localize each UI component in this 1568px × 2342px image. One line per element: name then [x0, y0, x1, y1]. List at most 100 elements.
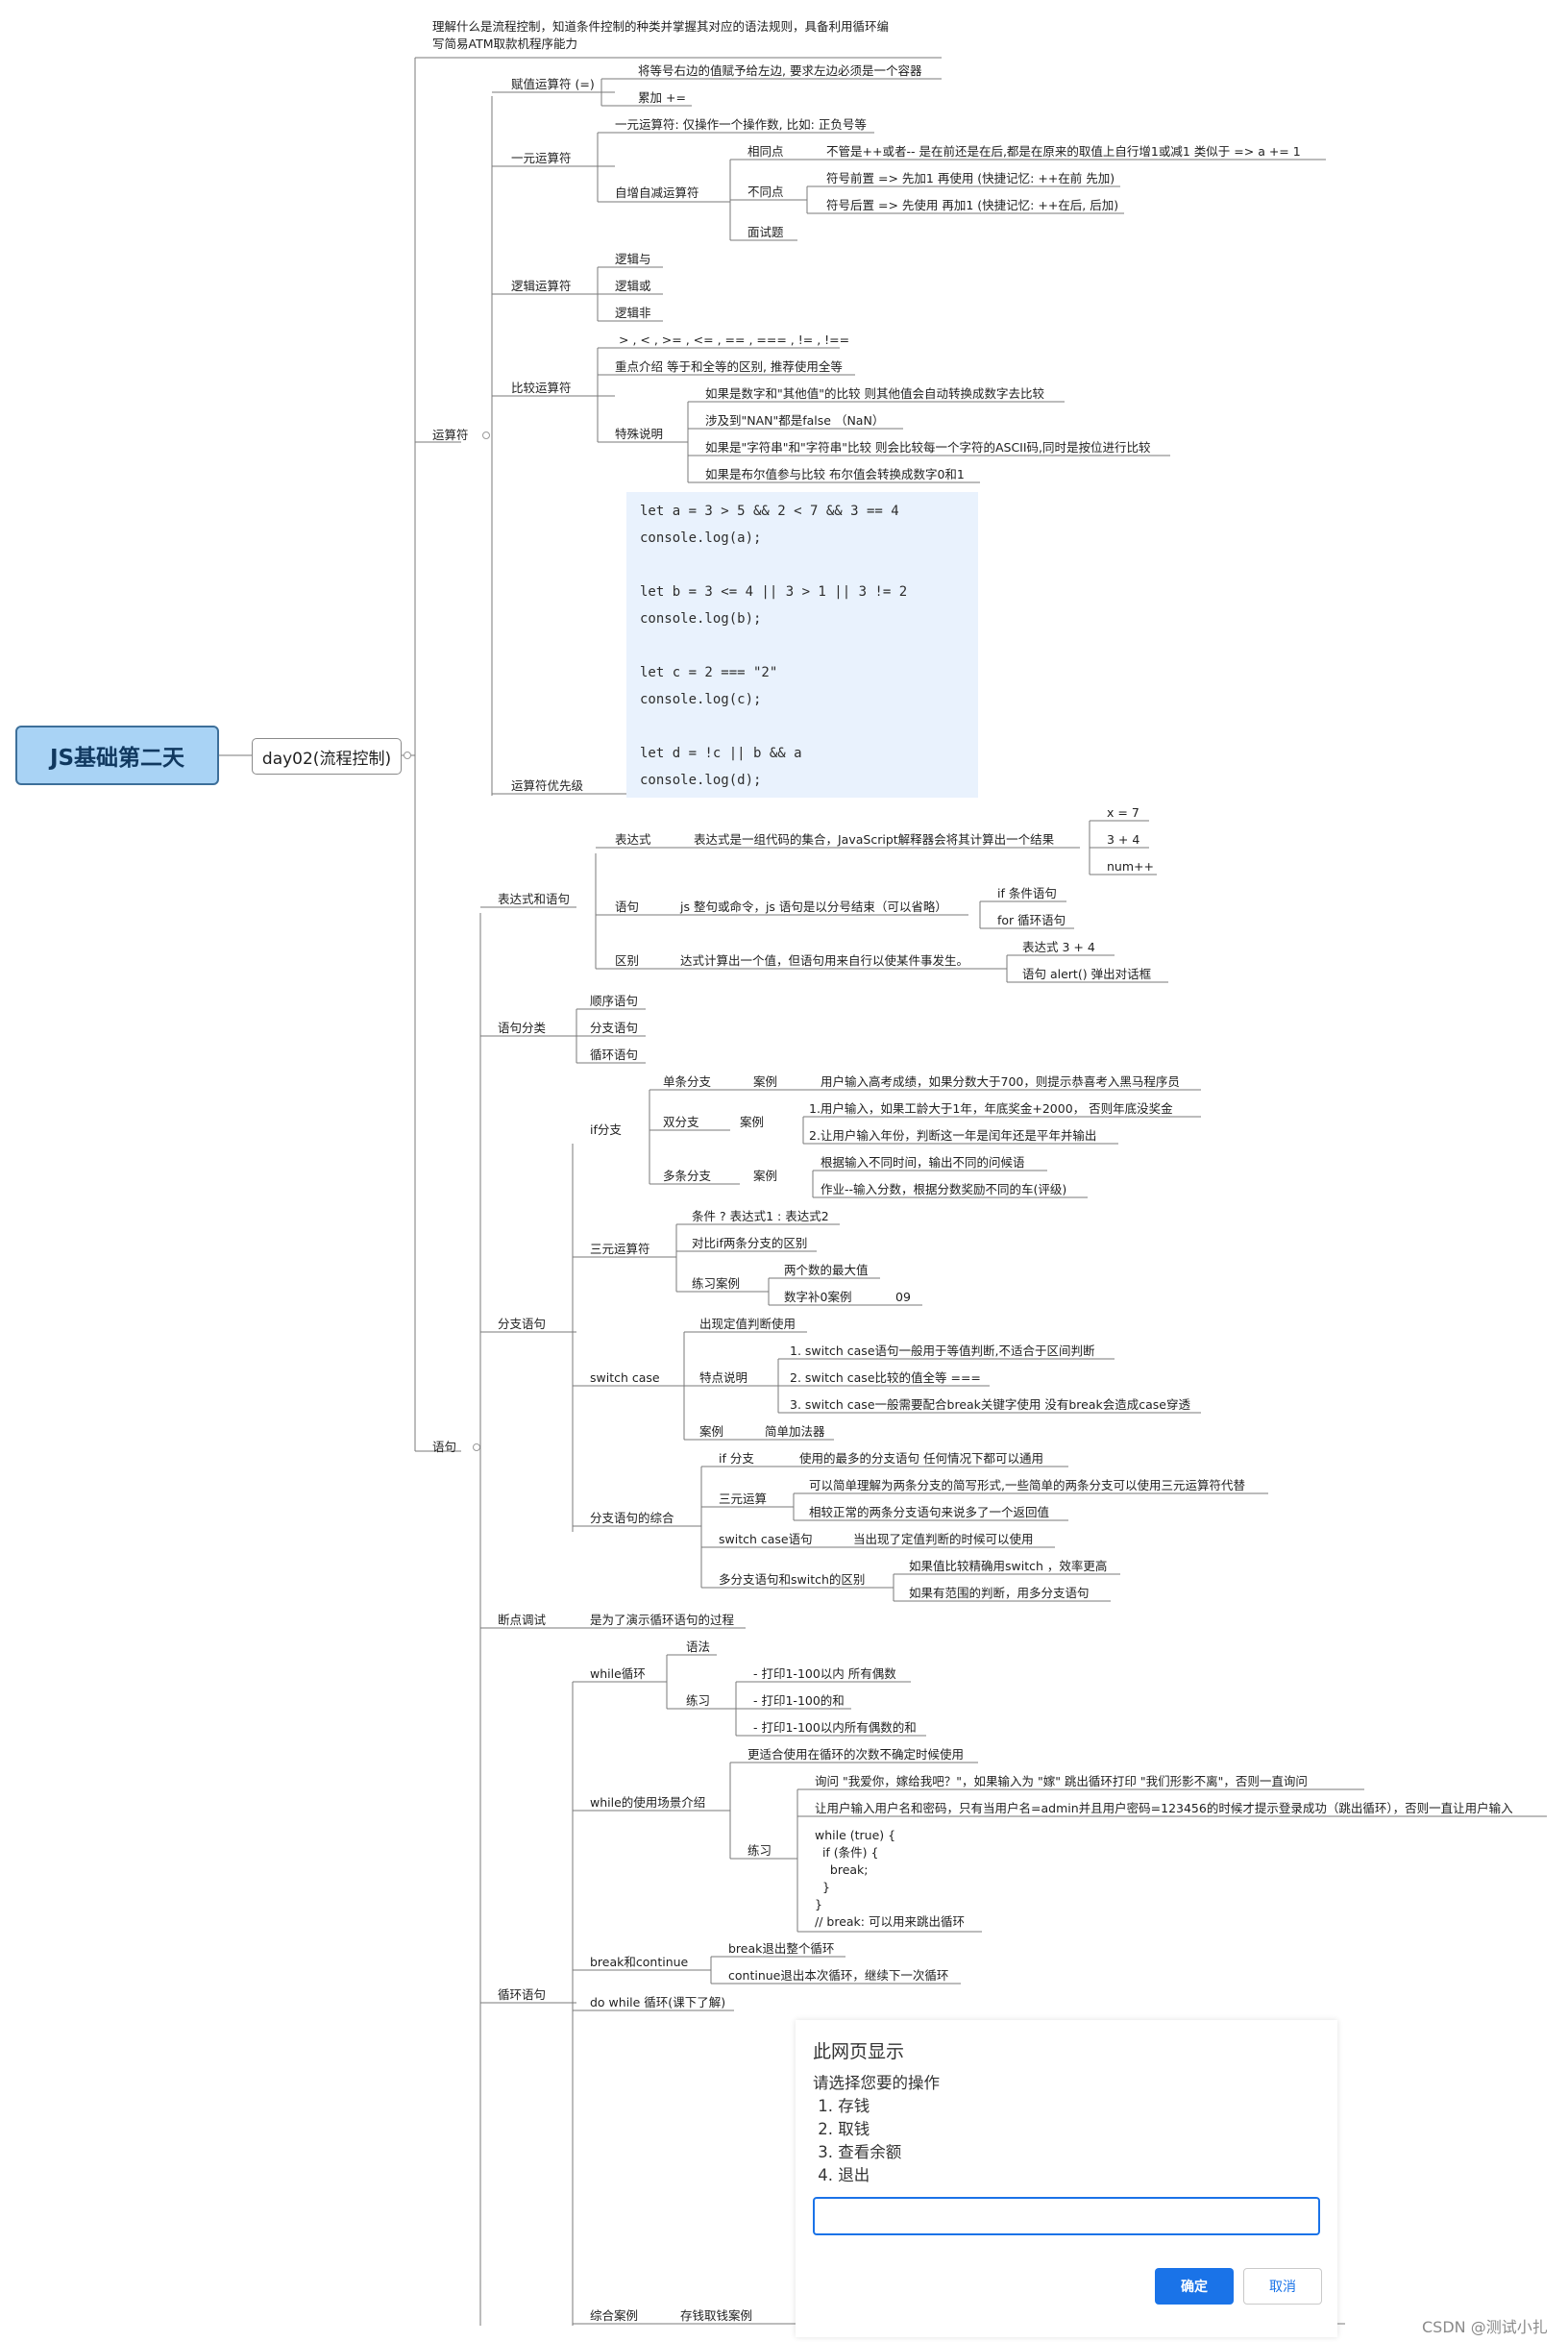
- node-special[interactable]: 特殊说明: [615, 427, 664, 441]
- node-debug-desc: 是为了演示循环语句的过程: [590, 1613, 735, 1627]
- node-same[interactable]: 相同点: [747, 144, 784, 159]
- node-logical-and: 逻辑与: [615, 252, 651, 266]
- node-double[interactable]: 双分支: [663, 1115, 699, 1129]
- node-switch[interactable]: switch case: [590, 1370, 660, 1385]
- node-multi-1: 根据输入不同时间，输出不同的问候语: [821, 1155, 1025, 1170]
- node-kind-seq: 顺序语句: [590, 994, 639, 1008]
- node-sum-multi[interactable]: 多分支语句和switch的区别: [719, 1572, 866, 1587]
- node-combo[interactable]: 综合案例: [590, 2308, 639, 2323]
- node-diff-es[interactable]: 区别: [615, 953, 640, 968]
- node-branch[interactable]: 分支语句: [498, 1317, 547, 1331]
- node-single[interactable]: 单条分支: [663, 1074, 712, 1089]
- node-statements[interactable]: 语句: [432, 1440, 457, 1454]
- node-expr-34: 3 + 4: [1107, 832, 1140, 847]
- node-multi-2: 作业--输入分数，根据分数奖励不同的车(评级): [821, 1182, 1067, 1196]
- node-loop[interactable]: 循环语句: [498, 1987, 547, 2002]
- node-kind-loop: 循环语句: [590, 1048, 639, 1062]
- node-breakcont[interactable]: break和continue: [590, 1955, 689, 1969]
- node-operators[interactable]: 运算符: [432, 428, 469, 442]
- node-kinds[interactable]: 语句分类: [498, 1021, 547, 1035]
- node-practice[interactable]: 练习案例: [692, 1276, 741, 1291]
- node-switch-adder: 简单加法器: [765, 1424, 825, 1439]
- node-if-branch[interactable]: if分支: [590, 1122, 622, 1137]
- node-sum-ternary-1: 可以简单理解为两条分支的简写形式,一些简单的两条分支可以使用三元运算符代替: [809, 1478, 1245, 1492]
- node-same-desc: 不管是++或者-- 是在前还是在后,都是在原来的取值上自行增1或减1 类似于 =…: [826, 144, 1301, 159]
- node-dowhile[interactable]: do while 循环(课下了解): [590, 1995, 726, 2009]
- dialog-message: 请选择您要的操作 1. 存钱 2. 取钱 3. 查看余额 4. 退出: [813, 2074, 940, 2184]
- node-sum-multi-1: 如果值比较精确用switch ，效率更高: [909, 1559, 1108, 1573]
- node-special-2: 涉及到"NAN"都是false （NaN）: [705, 413, 885, 428]
- node-assign-plus: 累加 +=: [638, 90, 686, 105]
- node-diff-es-desc: 达式计算出一个值，但语句用来自行以使某件事发生。: [680, 953, 969, 968]
- node-while-practice[interactable]: 练习: [686, 1693, 711, 1708]
- node-expr[interactable]: 表达式: [615, 832, 651, 847]
- node-compare-ops: > , < , >= , <= , == , === , != , !==: [619, 333, 850, 347]
- node-special-1: 如果是数字和"其他值"的比较 则其他值会自动转换成数字去比较: [705, 386, 1044, 401]
- node-assign[interactable]: 赋值运算符 (=): [511, 77, 595, 91]
- node-expr-desc: 表达式是一组代码的集合，JavaScript解释器会将其计算出一个结果: [694, 832, 1055, 847]
- node-compare[interactable]: 比较运算符: [511, 381, 572, 395]
- prompt-dialog: 此网页显示 请选择您要的操作 1. 存钱 2. 取钱 3. 查看余额 4. 退出…: [796, 2020, 1337, 2337]
- watermark: CSDN @测试小扎: [1422, 2318, 1548, 2336]
- node-diff[interactable]: 不同点: [747, 185, 784, 199]
- node-scene-practice[interactable]: 练习: [747, 1843, 772, 1858]
- ok-button[interactable]: 确定: [1155, 2268, 1234, 2305]
- node-switch-2: 2. switch case比较的值全等 ===: [790, 1370, 981, 1385]
- node-summary[interactable]: 分支语句的综合: [590, 1511, 674, 1525]
- node-scene-1: 询问 "我爱你，嫁给我吧？"，如果输入为 "嫁" 跳出循环打印 "我们形影不离"…: [815, 1774, 1308, 1788]
- node-suffix: 符号后置 => 先使用 再加1 (快捷记忆: ++在后, 后加): [826, 198, 1119, 212]
- node-while[interactable]: while循环: [590, 1666, 646, 1681]
- node-practice-zero: 数字补0案例: [784, 1290, 852, 1304]
- node-assign-desc: 将等号右边的值赋予给左边, 要求左边必须是一个容器: [638, 63, 922, 78]
- node-multi[interactable]: 多条分支: [663, 1169, 712, 1183]
- node-expr-stmt[interactable]: 表达式和语句: [498, 892, 571, 906]
- node-stmt-if: if 条件语句: [997, 886, 1057, 900]
- while-true-snippet: while (true) { if (条件) { break; } } // b…: [815, 1828, 965, 1929]
- node-stmt-desc: js 整句或命令，js 语句是以分号结束（可以省略）: [680, 900, 947, 914]
- node-sum-ternary[interactable]: 三元运算: [719, 1491, 768, 1506]
- node-sum-if[interactable]: if 分支: [719, 1451, 754, 1466]
- node-syntax: 语法: [686, 1639, 711, 1654]
- dialog-input[interactable]: [813, 2197, 1320, 2235]
- node-scene[interactable]: while的使用场景介绍: [590, 1795, 706, 1810]
- collapse-toggle[interactable]: [482, 431, 490, 439]
- node-while-p3: - 打印1-100以内所有偶数的和: [753, 1720, 917, 1735]
- node-ternary[interactable]: 三元运算符: [590, 1242, 650, 1256]
- node-unary-desc: 一元运算符: 仅操作一个操作数, 比如: 正负号等: [615, 117, 867, 132]
- node-sum-switch[interactable]: switch case语句: [719, 1532, 813, 1546]
- node-stmt[interactable]: 语句: [615, 900, 640, 914]
- node-switch-use: 出现定值判断使用: [699, 1317, 796, 1331]
- node-incdec[interactable]: 自增自减运算符: [615, 185, 699, 200]
- node-logical-or: 逻辑或: [615, 279, 651, 293]
- node-kind-branch: 分支语句: [590, 1021, 639, 1035]
- node-atm[interactable]: 存钱取钱案例: [680, 2308, 753, 2323]
- node-special-3: 如果是"字符串"和"字符串"比较 则会比较每一个字符的ASCII码,同时是按位进…: [705, 440, 1151, 455]
- collapse-toggle[interactable]: [404, 752, 411, 759]
- node-logical-not: 逻辑非: [615, 306, 651, 320]
- collapse-toggle[interactable]: [473, 1443, 480, 1451]
- node-sum-if-desc: 使用的最多的分支语句 任何情况下都可以通用: [799, 1451, 1043, 1466]
- node-precedence[interactable]: 运算符优先级: [511, 778, 584, 793]
- node-double-case: 案例: [740, 1115, 765, 1129]
- node-zero-value: 09: [895, 1290, 911, 1304]
- day-node[interactable]: day02(流程控制): [252, 738, 402, 775]
- code-block: let a = 3 > 5 && 2 < 7 && 3 == 4 console…: [626, 492, 978, 798]
- node-debug[interactable]: 断点调试: [498, 1613, 547, 1627]
- node-expr-x7: x = 7: [1107, 805, 1139, 820]
- node-switch-1: 1. switch case语句一般用于等值判断,不适合于区间判断: [790, 1344, 1095, 1358]
- node-single-case-desc: 用户输入高考成绩，如果分数大于700，则提示恭喜考入黑马程序员: [821, 1074, 1180, 1089]
- node-scene-2: 让用户输入用户名和密码，只有当用户名=admin并且用户密码=123456的时候…: [815, 1801, 1513, 1815]
- node-sum-switch-desc: 当出现了定值判断的时候可以使用: [853, 1532, 1034, 1546]
- root-node[interactable]: JS基础第二天: [15, 726, 219, 785]
- node-interview: 面试题: [747, 225, 784, 239]
- node-diff-stmt: 语句 alert() 弹出对话框: [1022, 967, 1152, 981]
- node-switch-3: 3. switch case一般需要配合break关键字使用 没有break会造…: [790, 1397, 1190, 1412]
- node-sum-multi-2: 如果有范围的判断，用多分支语句: [909, 1586, 1090, 1600]
- cancel-button[interactable]: 取消: [1243, 2268, 1322, 2305]
- node-unary[interactable]: 一元运算符: [511, 151, 572, 165]
- node-break: break退出整个循环: [728, 1941, 835, 1956]
- node-double-1: 1.用户输入，如果工龄大于1年，年底奖金+2000， 否则年底没奖金: [809, 1101, 1173, 1116]
- node-logical[interactable]: 逻辑运算符: [511, 279, 572, 293]
- node-features[interactable]: 特点说明: [699, 1370, 748, 1385]
- node-practice-max: 两个数的最大值: [784, 1263, 869, 1277]
